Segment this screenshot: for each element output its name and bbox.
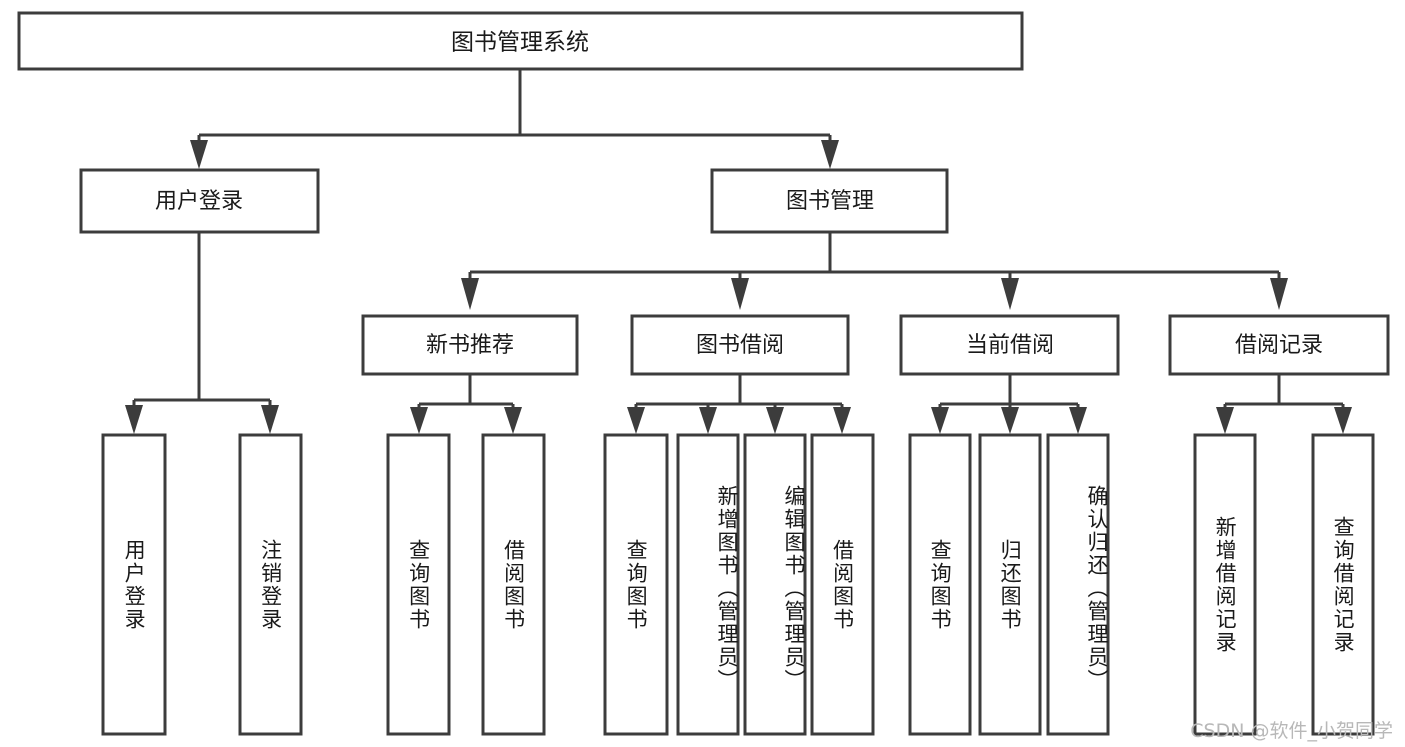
node-borrow-record-label: 借阅记录 bbox=[1235, 333, 1323, 358]
arrowhead-current-borrow bbox=[1001, 278, 1019, 310]
node-leaf-return-book[interactable] bbox=[978, 433, 1042, 736]
node-book-management-label: 图书管理 bbox=[786, 189, 874, 214]
node-layer bbox=[17, 11, 1390, 736]
node-user-login[interactable] bbox=[79, 168, 320, 234]
node-book-borrow[interactable] bbox=[630, 314, 850, 376]
node-leaf-confirm-return[interactable] bbox=[1046, 433, 1110, 736]
node-book-management[interactable] bbox=[710, 168, 949, 234]
arrowhead-new-book-recommend bbox=[461, 278, 479, 310]
node-new-book-recommend-label: 新书推荐 bbox=[426, 333, 514, 358]
arrowhead-leaf-borrow-book-1 bbox=[504, 407, 522, 434]
arrowhead-leaf-logout-login bbox=[261, 405, 279, 434]
node-current-borrow-label: 当前借阅 bbox=[966, 333, 1054, 358]
arrowhead-book-borrow bbox=[731, 278, 749, 310]
arrowhead-leaf-query-record bbox=[1334, 407, 1352, 434]
arrowhead-leaf-query-book-2 bbox=[627, 407, 645, 434]
arrowhead-leaf-user-login bbox=[125, 405, 143, 434]
csdn-watermark: CSDN @软件_小贺同学 bbox=[1190, 720, 1393, 742]
node-new-book-recommend[interactable] bbox=[361, 314, 579, 376]
node-leaf-borrow-book-1[interactable] bbox=[481, 433, 546, 736]
node-leaf-logout-login[interactable] bbox=[238, 433, 303, 736]
arrowhead-borrow-record bbox=[1270, 278, 1288, 310]
label-layer: 图书管理系统 用户登录 图书管理 新书推荐 图书借阅 当前借阅 借阅记录 bbox=[155, 30, 1323, 359]
node-leaf-user-login[interactable] bbox=[101, 433, 167, 736]
node-root[interactable] bbox=[17, 11, 1024, 71]
node-leaf-query-book-3[interactable] bbox=[908, 433, 972, 736]
node-leaf-add-book[interactable] bbox=[676, 433, 740, 736]
arrowhead-leaf-borrow-book-2 bbox=[833, 407, 851, 434]
arrowhead-leaf-confirm-return bbox=[1069, 407, 1087, 434]
node-user-login-label: 用户登录 bbox=[155, 189, 243, 214]
node-leaf-borrow-book-2[interactable] bbox=[810, 433, 875, 736]
arrowhead-leaf-query-book-1 bbox=[410, 407, 428, 434]
arrowhead-leaf-query-book-3 bbox=[931, 407, 949, 434]
node-root-label: 图书管理系统 bbox=[451, 30, 589, 56]
arrowhead-user-login bbox=[190, 140, 208, 169]
arrowhead-leaf-add-book bbox=[699, 407, 717, 434]
node-leaf-query-book-1[interactable] bbox=[386, 433, 451, 736]
arrowhead-leaf-edit-book bbox=[766, 407, 784, 434]
arrowhead-leaf-add-record bbox=[1216, 407, 1234, 434]
node-leaf-add-record[interactable] bbox=[1193, 433, 1257, 736]
node-current-borrow[interactable] bbox=[899, 314, 1120, 376]
arrowhead-leaf-return-book bbox=[1001, 407, 1019, 434]
node-borrow-record[interactable] bbox=[1168, 314, 1390, 376]
connector-layer bbox=[125, 69, 1352, 434]
node-leaf-query-book-2[interactable] bbox=[603, 433, 669, 736]
node-leaf-edit-book[interactable] bbox=[743, 433, 807, 736]
node-book-borrow-label: 图书借阅 bbox=[696, 333, 784, 358]
arrowhead-book-management bbox=[821, 140, 839, 169]
node-leaf-query-record[interactable] bbox=[1311, 433, 1375, 736]
